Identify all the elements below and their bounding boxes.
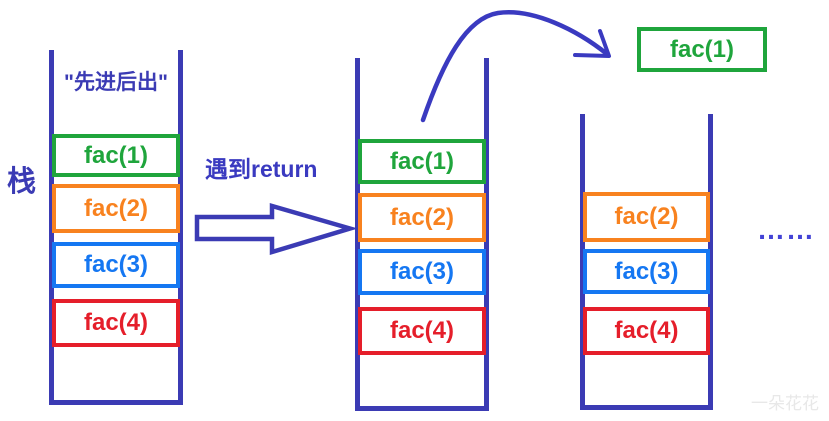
stack-item-fac2: fac(2) <box>52 184 180 233</box>
continuation-ellipsis: …… <box>757 214 815 245</box>
stack-item-label: fac(1) <box>389 147 455 175</box>
block-arrow-right-icon <box>194 203 358 256</box>
stack-item-fac2: fac(2) <box>583 192 710 242</box>
stack-item-label: fac(2) <box>614 203 679 230</box>
stack-item-fac1: fac(1) <box>52 134 180 177</box>
stack-item-fac3: fac(3) <box>358 249 486 295</box>
stack-item-fac2: fac(2) <box>358 193 486 242</box>
stack-item-label: fac(4) <box>83 309 149 336</box>
popped-item-box: fac(1) <box>637 27 767 72</box>
stack-item-label: fac(2) <box>389 203 455 231</box>
curved-pop-arrowhead-icon <box>573 29 611 58</box>
stack-item-label: fac(3) <box>389 258 455 285</box>
stack-initial: "先进后出" fac(1) fac(2) fac(3) fac(4) <box>49 50 183 405</box>
stack-item-fac4: fac(4) <box>52 299 180 347</box>
stack-after-pop: fac(2) fac(3) fac(4) <box>580 114 713 410</box>
stack-item-fac3: fac(3) <box>583 249 710 294</box>
stack-item-fac1: fac(1) <box>358 139 486 184</box>
stack-item-label: fac(1) <box>83 141 149 169</box>
stack-item-fac3: fac(3) <box>52 242 180 288</box>
stack-item-label: fac(3) <box>614 257 679 285</box>
transition-label: 遇到return <box>205 156 318 182</box>
lifo-caption: "先进后出" <box>64 71 168 94</box>
stack-item-label: fac(4) <box>614 317 679 344</box>
popped-item-label: fac(1) <box>669 35 735 63</box>
stack-item-fac4: fac(4) <box>358 307 486 355</box>
stack-label: 栈 <box>7 166 37 198</box>
stack-item-label: fac(3) <box>83 251 149 278</box>
stack-item-label: fac(4) <box>389 317 455 344</box>
stack-item-label: fac(2) <box>83 194 149 222</box>
watermark: 一朵花花 <box>751 394 819 413</box>
stack-item-fac4: fac(4) <box>583 307 710 355</box>
stack-on-return: fac(1) fac(2) fac(3) fac(4) <box>355 58 489 411</box>
